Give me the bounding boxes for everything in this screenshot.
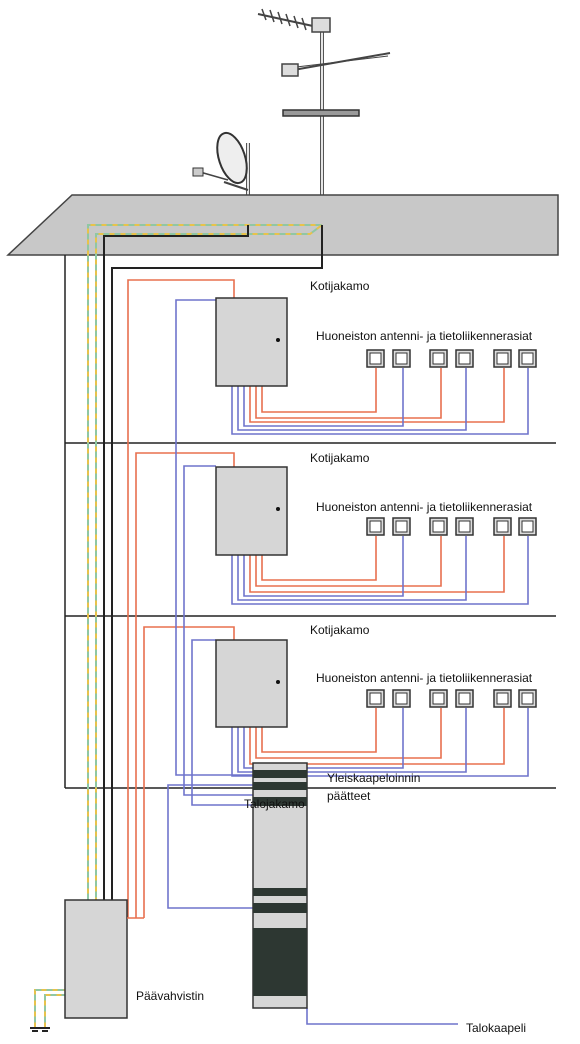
dab-antenna-icon [282,109,360,117]
home-distributor-1 [215,297,288,387]
yleiskaapelointi-label-line1: Yleiskaapeloinnin [327,771,420,785]
home-distributor-3 [215,639,288,728]
coax-cables [127,279,505,918]
talojakamo-label: Talojakamo [244,797,305,811]
yleiskaapelointi-label-line2: päätteet [327,789,371,803]
structured-cabling-rack [252,762,308,1009]
home-distributor-2 [215,466,288,556]
outlet-row-floor-3 [366,689,537,708]
talokaapeli-label: Talokaapeli [466,1021,526,1035]
outlets-label-3: Huoneiston antenni- ja tietoliikennerasi… [316,671,533,685]
kotijakamo-label-3: Kotijakamo [310,623,370,637]
data-cables [167,299,529,1025]
satellite-dish-icon [192,131,250,225]
outlet-row-floor-1 [366,349,537,368]
main-amplifier [64,899,128,1019]
fm-antenna-icon [281,52,391,77]
kotijakamo-label-2: Kotijakamo [310,451,370,465]
antenna-feed-cables [103,225,323,908]
kotijakamo-label-1: Kotijakamo [310,279,370,293]
outlets-label-2: Huoneiston antenni- ja tietoliikennerasi… [316,500,533,514]
paavahvistin-label: Päävahvistin [136,989,204,1003]
building-structure [64,255,556,789]
yagi-antenna-icon [257,8,331,33]
outlet-row-floor-2 [366,517,537,536]
ground-symbol-icon [30,1027,50,1032]
outlets-label-1: Huoneiston antenni- ja tietoliikennerasi… [316,329,533,343]
